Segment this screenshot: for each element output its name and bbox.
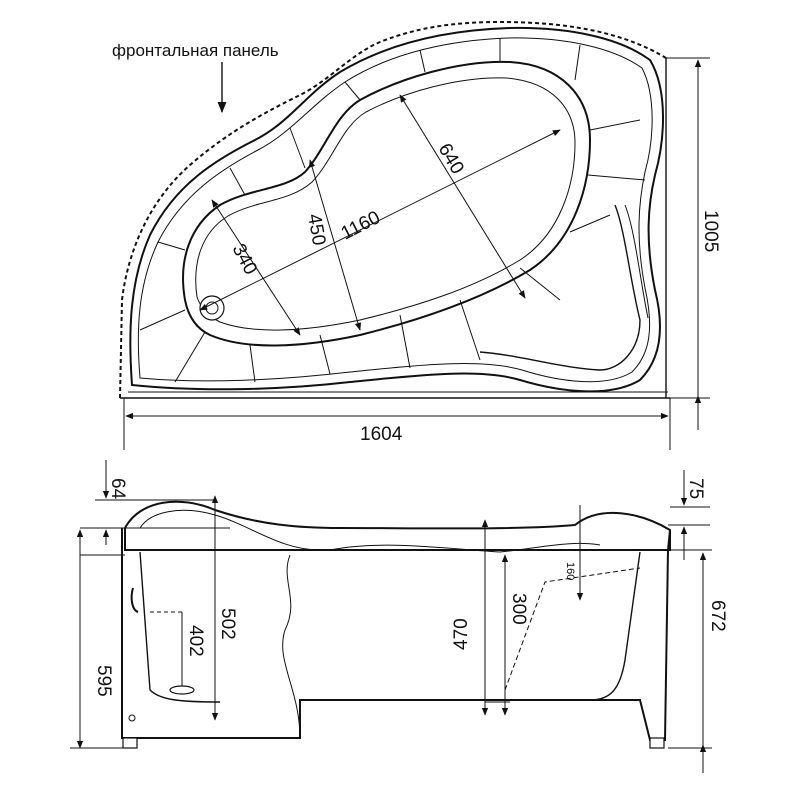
front-panel-contour: [119, 20, 667, 399]
dim-rim-left: 64: [107, 478, 128, 500]
dim-length: 1604: [360, 424, 403, 445]
top-view: [119, 20, 710, 450]
dim-body-height: 595: [93, 665, 114, 697]
tub-body: [121, 528, 671, 741]
rim-segments: [139, 38, 646, 383]
dim-inner-length: 1160: [338, 207, 384, 244]
dim-seat-step: 160: [564, 562, 576, 580]
front-panel-label: фронтальная панель: [112, 41, 279, 60]
dim-width: 1005: [700, 210, 721, 252]
dim-total-height: 672: [707, 600, 728, 632]
dim-depth-left: 502: [217, 608, 238, 640]
dim-inner-width-mid: 450: [303, 212, 329, 247]
dim-inner-width-big: 640: [434, 140, 468, 178]
inner-basin: [182, 60, 592, 347]
dim-depth-right: 470: [451, 618, 472, 650]
dim-seat-height: 300: [508, 593, 529, 625]
dim-rim-right: 75: [685, 478, 706, 499]
dim-inner-width-small: 340: [228, 240, 261, 278]
dim-overflow-height: 402: [185, 625, 206, 657]
side-view: [70, 460, 712, 773]
